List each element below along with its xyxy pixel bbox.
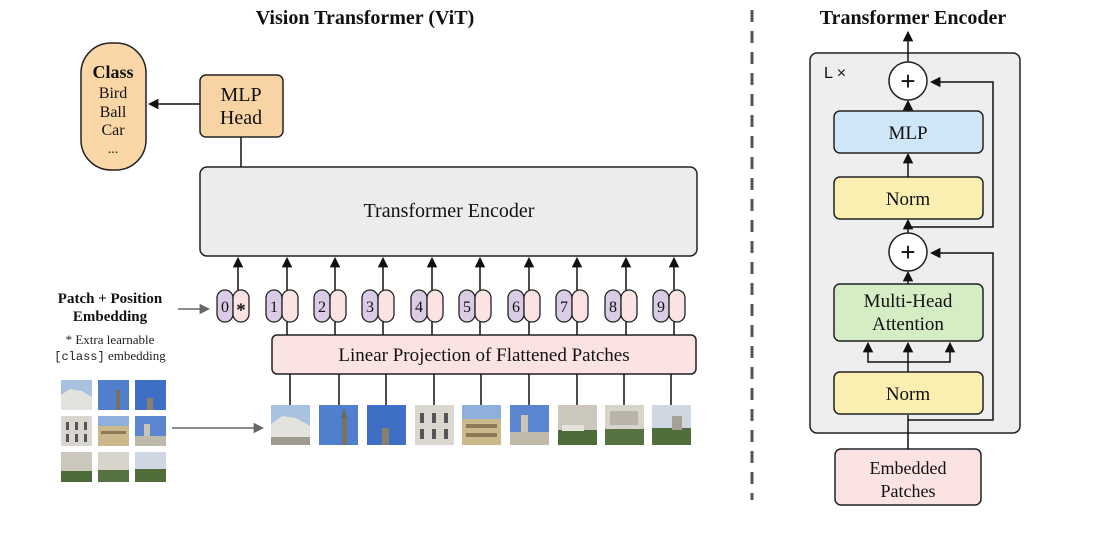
source-image-grid — [61, 380, 166, 482]
grid-patch-4 — [61, 416, 92, 446]
token-group-2: 2 — [313, 256, 347, 335]
position-token-5-label: 5 — [463, 299, 471, 316]
token-group-4: 4 — [410, 256, 444, 335]
patch-position-line2: Embedding — [73, 309, 148, 325]
linear-projection-box — [271, 334, 697, 375]
position-token-3-label: 3 — [366, 299, 374, 316]
class-item-car: Car — [101, 122, 125, 139]
position-token-4-label: 4 — [415, 299, 423, 316]
token-group-1: 1 — [265, 256, 299, 335]
patch-token-3 — [377, 289, 395, 323]
grid-patch-5 — [98, 416, 129, 446]
patch-image-7 — [558, 405, 597, 445]
residual-connection-1 — [908, 247, 994, 421]
grid-patch-2 — [98, 380, 129, 410]
patch-image-4 — [415, 405, 454, 445]
position-token-8-label: 8 — [609, 299, 617, 316]
mha-line1: Multi-Head — [864, 291, 953, 312]
vit-title: Vision Transformer (ViT) — [256, 7, 475, 29]
grid-patch-7 — [61, 452, 92, 482]
class-title: Class — [92, 62, 133, 82]
class-note-code: [class] — [54, 350, 104, 364]
patch-input-lines — [289, 374, 672, 405]
patch-image-8 — [605, 405, 644, 445]
class-token-symbol: * — [236, 300, 246, 321]
token-group-6: 6 — [507, 256, 541, 335]
encoder-title: Transformer Encoder — [820, 7, 1007, 29]
class-box — [80, 42, 147, 171]
patch-position-line1: Patch + Position — [58, 291, 163, 307]
embedded-patches-line1: Embedded — [870, 458, 947, 478]
patch-token-7 — [571, 289, 589, 323]
add-icon-2 — [888, 61, 928, 101]
position-token-0-label: 0 — [221, 299, 229, 316]
position-token-9-label: 9 — [657, 299, 665, 316]
patch-token-4 — [426, 289, 444, 323]
token-group-9: 9 — [652, 256, 686, 335]
attention-qkv-arrows — [862, 341, 956, 372]
residual-connection-2 — [908, 76, 994, 228]
transformer-encoder-label: Transformer Encoder — [364, 200, 535, 222]
patch-token-6 — [523, 289, 541, 323]
position-token-7-label: 7 — [560, 299, 568, 316]
token-group-8: 8 — [604, 256, 638, 335]
position-token-1-label: 1 — [270, 299, 278, 316]
repeat-label: L × — [824, 65, 846, 82]
patch-token-2 — [329, 289, 347, 323]
class-item-more: ... — [108, 142, 119, 157]
transformer-encoder-box — [199, 166, 698, 257]
class-note-line2: [class] embedding — [54, 348, 166, 364]
class-item-bird: Bird — [99, 85, 127, 102]
class-note-line1: * Extra learnable — [66, 332, 155, 347]
patch-image-5 — [462, 405, 501, 445]
patch-token-8 — [620, 289, 638, 323]
norm-label-2: Norm — [886, 189, 931, 210]
grid-patch-8 — [98, 452, 129, 482]
add-symbol-2: + — [900, 66, 915, 96]
class-token — [232, 289, 250, 323]
patch-image-6 — [510, 405, 549, 445]
patch-image-9 — [652, 405, 691, 445]
patch-image-3 — [367, 405, 406, 445]
norm-label-1: Norm — [886, 384, 931, 405]
mlp-label: MLP — [888, 123, 927, 144]
linear-projection-label: Linear Projection of Flattened Patches — [338, 345, 629, 366]
grid-patch-3 — [135, 380, 166, 410]
token-group-7: 7 — [555, 256, 589, 335]
position-token-6-label: 6 — [512, 299, 520, 316]
mlp-head-line1: MLP — [220, 84, 261, 106]
mlp-head-line2: Head — [220, 107, 262, 129]
patch-token-9 — [668, 289, 686, 323]
mha-line2: Attention — [872, 314, 944, 335]
flattened-patches — [271, 405, 691, 445]
class-note-rest: embedding — [105, 348, 167, 363]
patch-image-2 — [319, 405, 358, 445]
embedded-patches-line2: Patches — [881, 481, 936, 501]
token-group-5: 5 — [458, 256, 492, 335]
patch-image-1 — [271, 405, 310, 445]
position-token-2-label: 2 — [318, 299, 326, 316]
patch-token-5 — [474, 289, 492, 323]
add-symbol-1: + — [900, 237, 915, 267]
token-group-0: 0 * — [216, 256, 250, 323]
class-item-ball: Ball — [100, 104, 127, 121]
token-group-3: 3 — [361, 256, 395, 335]
grid-patch-9 — [135, 452, 166, 482]
grid-patch-6 — [135, 416, 166, 446]
grid-patch-1 — [61, 380, 92, 410]
patch-token-1 — [281, 289, 299, 323]
